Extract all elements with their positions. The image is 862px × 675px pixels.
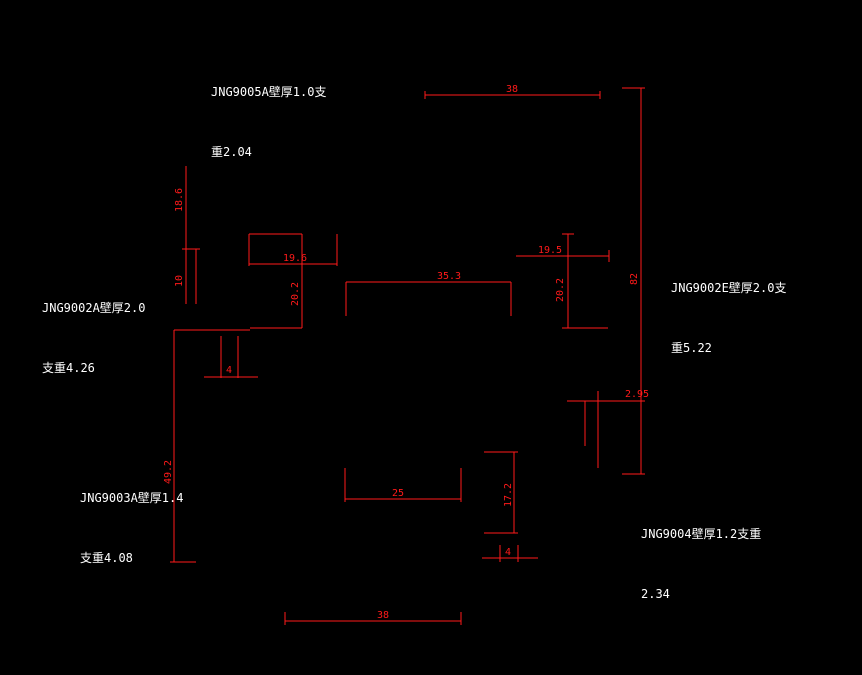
dim-angle: 2.95 [567,389,649,468]
dim-tee-e: 19.5 20.2 [516,233,610,329]
dim-text-right-gap: 4 [505,547,511,558]
label-jng9003a: JNG9003A壁厚1.4 支重4.08 [80,448,183,588]
dim-wall-gap: 4 [174,329,258,378]
dim-bottom-width: 38 [284,610,462,625]
dim-channel-width: 35.3 [345,271,512,316]
dim-tee-a: 19.6 20.2 [248,233,338,329]
dim-text-left-upper: 18.6 [174,188,185,212]
dim-text-channel-width: 35.3 [437,271,461,282]
label-jng9003a-line1: JNG9003A壁厚1.4 [80,491,184,505]
label-jng9003a-line2: 支重4.08 [80,551,133,565]
dim-text-angle-width: 2.95 [625,389,649,400]
label-jng9002e: JNG9002E壁厚2.0支 重5.22 [671,238,786,378]
label-jng9005a-line1: JNG9005A壁厚1.0支 [211,85,327,99]
label-jng9002a: JNG9002A壁厚2.0 支重4.26 [42,258,145,398]
dim-text-tee-e-height: 20.2 [555,278,566,302]
dim-text-wall-gap: 4 [226,365,232,376]
dim-text-tee-a-height: 20.2 [290,282,301,306]
label-jng9002e-line1: JNG9002E壁厚2.0支 [671,281,787,295]
dim-text-bottom-mid: 25 [392,488,404,499]
dim-text-right-height: 17.2 [503,483,514,507]
dim-left-stack: 18.6 10 [174,166,200,304]
dim-top-width: 38 [424,84,601,99]
label-jng9002e-line2: 重5.22 [671,341,712,355]
dim-text-tee-a-width: 19.6 [283,253,307,264]
dim-tall-height: 49.2 [163,330,196,563]
dim-overall-height: 82 [622,87,645,475]
label-jng9004-line2: 2.34 [641,587,670,601]
label-jng9005a-line2: 重2.04 [211,145,252,159]
dim-bottom-mid: 25 [344,468,462,502]
dim-right-gap: 4 [482,545,538,562]
label-jng9005a: JNG9005A壁厚1.0支 重2.04 [211,42,326,182]
label-jng9002a-line2: 支重4.26 [42,361,95,375]
dim-text-left-lower: 10 [174,275,185,287]
dim-right-height: 17.2 [484,451,518,534]
dim-text-tee-e-width: 19.5 [538,245,562,256]
label-jng9004: JNG9004壁厚1.2支重 2.34 [641,484,761,624]
dim-text-top-width: 38 [506,84,518,95]
dim-text-bottom-width: 38 [377,610,389,621]
label-jng9004-line1: JNG9004壁厚1.2支重 [641,527,762,541]
dim-text-tall-height: 49.2 [163,460,174,484]
dim-text-overall-height: 82 [629,273,640,285]
label-jng9002a-line1: JNG9002A壁厚2.0 [42,301,146,315]
